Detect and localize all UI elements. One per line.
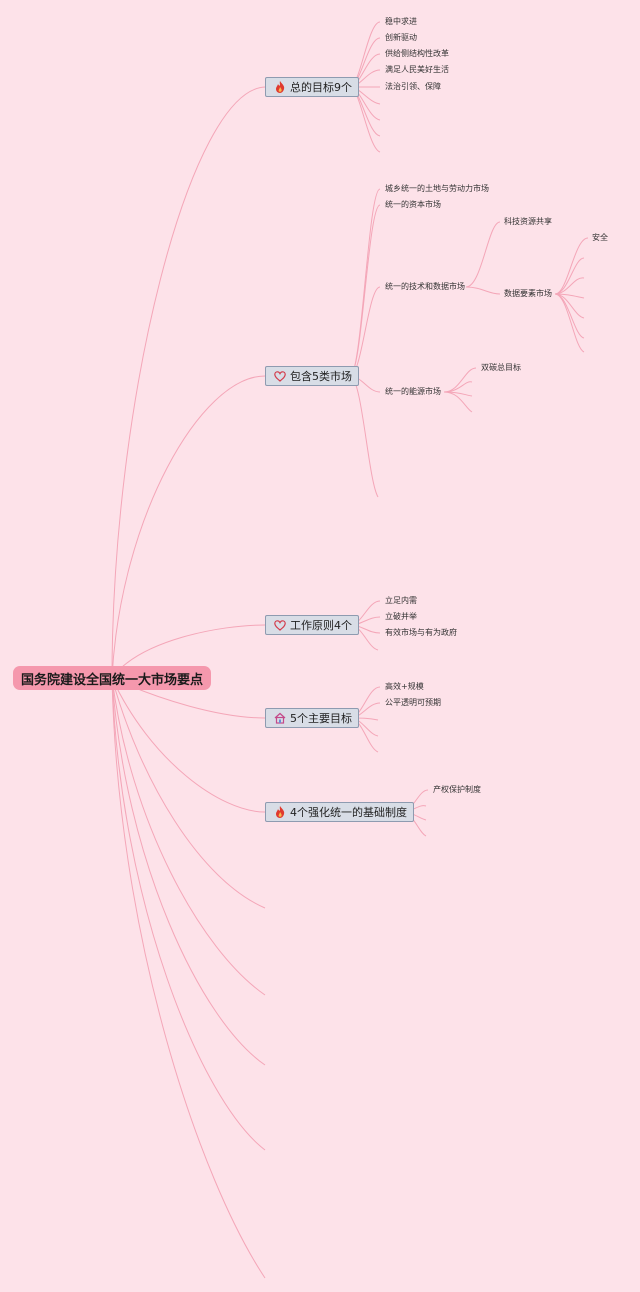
leaf-item[interactable]: 创新驱动 <box>385 33 417 42</box>
connector-b2-tech <box>465 221 501 288</box>
connector-b2-data <box>554 237 589 295</box>
connector-b2 <box>349 286 381 377</box>
connector-b2-energy <box>443 381 473 393</box>
branch-basic-systems[interactable]: 4个强化统一的基础制度 <box>265 802 414 822</box>
connector-root-branch-5 <box>111 677 266 813</box>
branch-total-goals[interactable]: 总的目标9个 <box>265 77 359 97</box>
leaf-item[interactable]: 安全 <box>592 233 608 242</box>
connector-root-empty <box>111 677 266 1151</box>
connector-root-empty <box>111 677 266 909</box>
connector-root-branch-3 <box>111 624 266 679</box>
connector-b2 <box>349 188 381 377</box>
branch-main-goals[interactable]: 5个主要目标 <box>265 708 359 728</box>
heart-icon <box>274 619 286 631</box>
connector-root-empty <box>111 677 266 1066</box>
leaf-item[interactable]: 稳中求进 <box>385 17 417 26</box>
leaf-item[interactable]: 数据要素市场 <box>504 289 552 298</box>
branch-label: 5个主要目标 <box>290 712 352 725</box>
connector-b2-data <box>554 293 585 319</box>
root-node[interactable]: 国务院建设全国统一大市场要点 <box>13 666 211 690</box>
connector-b2-energy <box>443 391 473 413</box>
leaf-item[interactable]: 立破并举 <box>385 612 417 621</box>
leaf-item[interactable]: 有效市场与有为政府 <box>385 628 457 637</box>
leaf-item[interactable]: 供给侧结构性改革 <box>385 49 449 58</box>
branch-label: 总的目标9个 <box>290 81 352 94</box>
leaf-item[interactable]: 统一的技术和数据市场 <box>385 282 465 291</box>
flame-icon <box>274 806 286 818</box>
leaf-item[interactable]: 科技资源共享 <box>504 217 552 226</box>
heart-icon <box>274 370 286 382</box>
leaf-item[interactable]: 立足内需 <box>385 596 417 605</box>
leaf-item[interactable]: 产权保护制度 <box>433 785 481 794</box>
leaf-item[interactable]: 统一的资本市场 <box>385 200 441 209</box>
leaf-item[interactable]: 双碳总目标 <box>481 363 521 372</box>
connector-root-empty <box>111 677 266 996</box>
connector-b2-data <box>554 277 585 295</box>
leaf-item[interactable]: 满足人民美好生活 <box>385 65 449 74</box>
leaf-item[interactable]: 统一的能源市场 <box>385 387 441 396</box>
branch-label: 包含5类市场 <box>290 370 352 383</box>
leaf-item[interactable]: 城乡统一的土地与劳动力市场 <box>385 184 489 193</box>
connector-b2-data <box>554 257 585 295</box>
leaf-item[interactable]: 高效+规模 <box>385 682 424 691</box>
connector-b2-energy <box>443 367 477 393</box>
leaf-item[interactable]: 公平透明可预期 <box>385 698 441 707</box>
branch-label: 工作原则4个 <box>290 619 352 632</box>
leaf-item[interactable]: 法治引领、保障 <box>385 82 441 91</box>
connector-b2 <box>349 375 379 498</box>
connector-b2-data <box>554 293 585 353</box>
connector-root-empty <box>111 677 266 1279</box>
branch-label: 4个强化统一的基础制度 <box>290 806 407 819</box>
branch-work-principles[interactable]: 工作原则4个 <box>265 615 359 635</box>
connector-root-branch-2 <box>111 375 266 679</box>
connector-b2-tech <box>465 286 501 295</box>
connector-root-branch-1 <box>111 86 266 679</box>
branch-five-markets[interactable]: 包含5类市场 <box>265 366 359 386</box>
house-icon <box>274 712 286 724</box>
flame-icon <box>274 81 286 93</box>
